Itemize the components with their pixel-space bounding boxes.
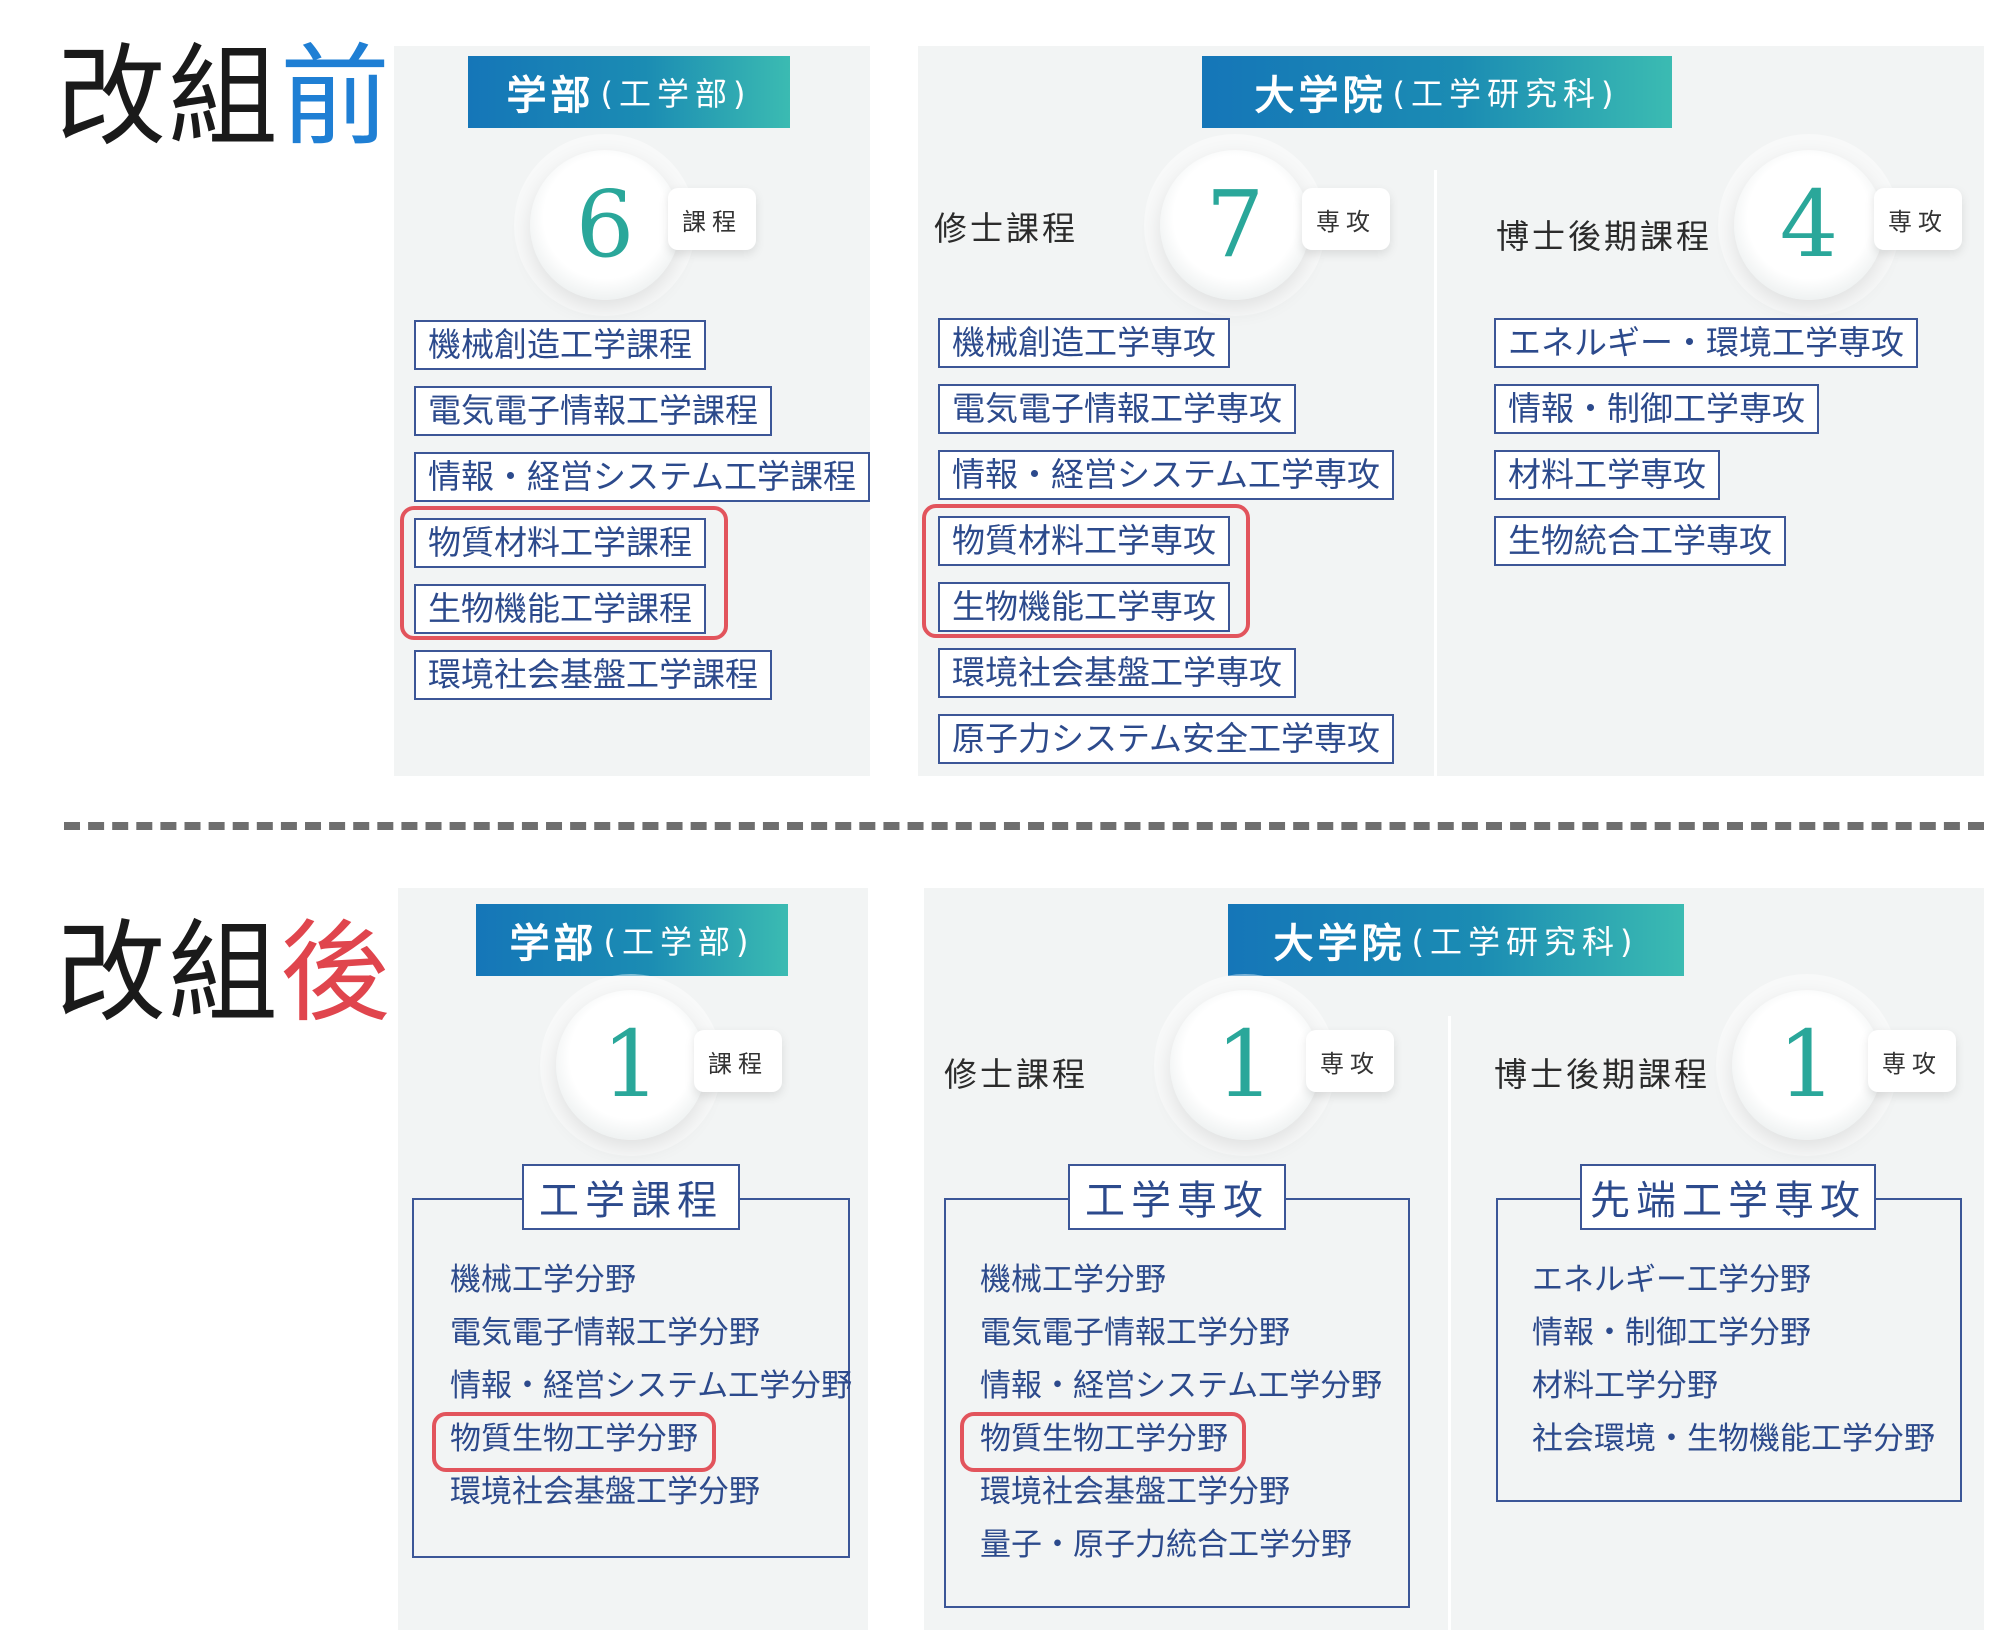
before-after-divider [64,822,1984,830]
field-item: 電気電子情報工学分野 [980,1315,1290,1351]
before-doctoral-count-circle: 4 [1734,150,1884,300]
before-label-prefix: 改組 [56,33,280,161]
after-graduate-divider [1448,1016,1451,1630]
before-doctoral-count: 4 [1779,171,1839,278]
before-doctoral-program-list: エネルギー・環境工学専攻情報・制御工学専攻材料工学専攻生物統合工学専攻 [1494,318,1918,582]
after-masters-count: 1 [1215,1011,1275,1118]
field-item: 材料工学分野 [1532,1368,1718,1404]
before-masters-count: 7 [1205,171,1265,278]
after-faculty-program-title: 工学課程 [522,1164,740,1230]
field-item: 情報・経営システム工学分野 [450,1368,853,1404]
after-graduate-header-sub: (工学研究科) [1411,923,1639,961]
program-item: 機械創造工学専攻 [938,318,1230,368]
program-item: 物質材料工学課程 [414,518,706,568]
after-faculty-field-list: 機械工学分野電気電子情報工学分野情報・経営システム工学分野物質生物工学分野環境社… [450,1254,852,1519]
after-faculty-count-circle: 1 [556,990,706,1140]
after-faculty-count: 1 [601,1011,661,1118]
after-label-accent: 後 [280,909,392,1037]
program-item: 材料工学専攻 [1494,450,1720,500]
before-masters-label: 修士課程 [934,209,1078,248]
before-label-accent: 前 [280,33,392,161]
after-doctoral-unit: 専攻 [1868,1030,1956,1092]
after-graduate-header: 大学院(工学研究科) [1228,904,1684,976]
before-masters-unit: 専攻 [1302,188,1390,250]
program-item: 原子力システム安全工学専攻 [938,714,1395,764]
before-masters-program-list: 機械創造工学専攻電気電子情報工学専攻情報・経営システム工学専攻物質材料工学専攻生… [938,318,1395,780]
after-masters-field-list: 機械工学分野電気電子情報工学分野情報・経営システム工学分野物質生物工学分野環境社… [980,1254,1382,1572]
before-graduate-divider [1434,170,1437,776]
before-masters-count-circle: 7 [1160,150,1310,300]
program-item: 生物統合工学専攻 [1494,516,1786,566]
after-doctoral-count: 1 [1777,1011,1837,1118]
after-faculty-highlight [432,1412,716,1472]
after-doctoral-label: 博士後期課程 [1494,1055,1710,1094]
program-item: 情報・制御工学専攻 [1494,384,1819,434]
field-item: 情報・経営システム工学分野 [980,1368,1383,1404]
program-item: 情報・経営システム工学専攻 [938,450,1395,500]
after-masters-program-title: 工学専攻 [1068,1164,1286,1230]
field-item: 機械工学分野 [450,1262,636,1298]
before-faculty-header: 学部(工学部) [468,56,790,128]
after-faculty-header-sub: (工学部) [603,923,755,961]
after-graduate-header-main: 大学院 [1273,921,1406,967]
after-masters-count-circle: 1 [1170,990,1320,1140]
field-item: 環境社会基盤工学分野 [450,1474,760,1510]
after-faculty-header-main: 学部 [509,921,598,967]
after-doctoral-field-list: エネルギー工学分野情報・制御工学分野材料工学分野社会環境・生物機能工学分野 [1532,1254,1935,1466]
after-section-label: 改組後 [56,918,392,1028]
before-faculty-highlight [400,506,728,640]
before-graduate-header-sub: (工学研究科) [1392,75,1620,113]
field-item: 物質生物工学分野 [450,1421,698,1457]
program-item: 生物機能工学課程 [414,584,706,634]
before-doctoral-unit: 専攻 [1874,188,1962,250]
before-section-label: 改組前 [56,42,392,152]
after-doctoral-count-circle: 1 [1732,990,1882,1140]
field-item: 物質生物工学分野 [980,1421,1228,1457]
program-item: エネルギー・環境工学専攻 [1494,318,1918,368]
after-label-prefix: 改組 [56,909,280,1037]
program-item: 電気電子情報工学課程 [414,386,772,436]
program-item: 情報・経営システム工学課程 [414,452,871,502]
program-item: 環境社会基盤工学課程 [414,650,772,700]
field-item: 社会環境・生物機能工学分野 [1532,1421,1935,1457]
before-faculty-count-circle: 6 [530,150,680,300]
before-faculty-header-main: 学部 [506,73,595,119]
before-faculty-program-list: 機械創造工学課程電気電子情報工学課程情報・経営システム工学課程物質材料工学課程生… [414,320,871,716]
before-faculty-count: 6 [575,171,635,278]
program-item: 機械創造工学課程 [414,320,706,370]
before-graduate-header-main: 大学院 [1254,73,1387,119]
field-item: 電気電子情報工学分野 [450,1315,760,1351]
program-item: 環境社会基盤工学専攻 [938,648,1296,698]
program-item: 電気電子情報工学専攻 [938,384,1296,434]
field-item: 量子・原子力統合工学分野 [980,1527,1352,1563]
after-masters-label: 修士課程 [944,1055,1088,1094]
field-item: 機械工学分野 [980,1262,1166,1298]
after-faculty-unit: 課程 [694,1030,782,1092]
program-item: 物質材料工学専攻 [938,516,1230,566]
after-faculty-header: 学部(工学部) [476,904,788,976]
before-doctoral-label: 博士後期課程 [1496,217,1712,256]
field-item: 情報・制御工学分野 [1532,1315,1811,1351]
program-item: 生物機能工学専攻 [938,582,1230,632]
before-faculty-unit: 課程 [668,188,756,250]
after-doctoral-program-title: 先端工学専攻 [1580,1164,1876,1230]
before-faculty-header-sub: (工学部) [600,75,752,113]
field-item: エネルギー工学分野 [1532,1262,1811,1298]
field-item: 環境社会基盤工学分野 [980,1474,1290,1510]
after-masters-highlight [960,1412,1246,1472]
after-masters-unit: 専攻 [1306,1030,1394,1092]
before-masters-highlight [922,504,1250,638]
before-graduate-header: 大学院(工学研究科) [1202,56,1672,128]
